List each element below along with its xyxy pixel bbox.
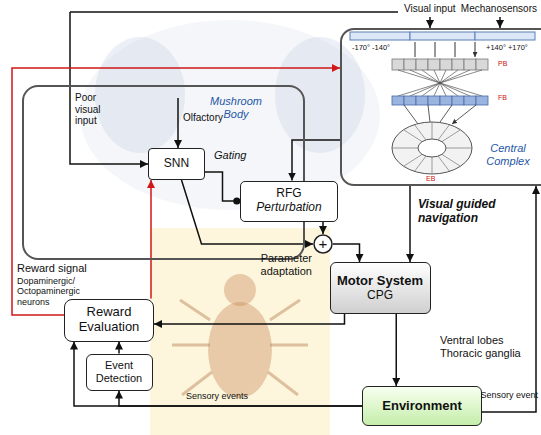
node-text: + [319, 235, 328, 252]
pb-fb-projections [398, 70, 482, 96]
reward-signal-connector [150, 180, 152, 299]
process-box: Motor SystemCPG [330, 262, 431, 314]
signal-connector [154, 314, 345, 324]
projection-arrows [415, 42, 475, 57]
region-tag: PB [498, 60, 507, 68]
fly-eye-watermark [95, 37, 185, 153]
input-label: Olfactory [183, 112, 223, 124]
annotation: Dopaminergic/ Octopaminergic neurons [17, 276, 87, 307]
fb-cell [416, 96, 428, 105]
input-wires [70, 12, 500, 164]
process-box: RFGPerturbation [240, 181, 338, 222]
beetle-legs [172, 300, 308, 395]
signal-connector [396, 314, 398, 386]
reward-signal-connector [12, 68, 340, 315]
region-tag: FB [498, 94, 507, 102]
pb-cell [392, 59, 404, 70]
watermark [80, 20, 380, 435]
fb-cell [428, 96, 440, 105]
fb-cell [476, 96, 488, 105]
pb-cell [416, 59, 428, 70]
fb-eb-projections [404, 105, 476, 124]
node-text: SNN [164, 157, 189, 171]
pb-grid [392, 59, 488, 70]
input-wire [70, 12, 148, 164]
fb-cell [452, 96, 464, 105]
annotation: Ventral lobes Thoracic ganglia [440, 334, 535, 359]
input-label: Mechanosensors [461, 3, 537, 15]
region-title: Central Complex [478, 142, 538, 167]
fb-grid [392, 96, 488, 105]
node-text: Event Detection [91, 359, 147, 384]
angle-label: -170° -140° [352, 44, 390, 53]
signal-connector [333, 244, 360, 262]
process-box: Reward Evaluation [64, 299, 154, 342]
input-wire [177, 98, 179, 148]
process-box: Event Detection [86, 354, 153, 391]
angle-label: +140° +170° [486, 44, 528, 53]
fb-cell [440, 96, 452, 105]
node-text: Motor System [337, 274, 423, 289]
region-tag: EB [426, 175, 435, 183]
input-wire [499, 17, 501, 28]
visual-field-strip [475, 32, 535, 40]
pb-cell [404, 59, 416, 70]
signal-connector [74, 342, 362, 407]
eb-spokes [392, 122, 472, 174]
node-text: Perturbation [256, 201, 321, 215]
signal-connector [118, 342, 120, 354]
annotation: Parameter adaptation [250, 252, 312, 277]
pb-cell [452, 59, 464, 70]
signal-connector [205, 172, 240, 201]
signal-connector [409, 186, 411, 262]
eb-inner-ring [418, 139, 446, 157]
visual-field-strip [350, 32, 410, 40]
node-text: Environment [382, 399, 461, 414]
sum-circle: + [313, 234, 333, 254]
signal-connector [322, 222, 324, 235]
input-label: Visual input [404, 3, 456, 15]
node-text: RFG [276, 187, 301, 201]
edge-label: Visual guided navigation [418, 198, 513, 226]
connector-layer [12, 68, 536, 412]
environment-box: Environment [362, 386, 482, 426]
annotation: Sensory event [480, 390, 538, 400]
fb-cell [392, 96, 404, 105]
input-wire [429, 17, 431, 28]
fb-cell [464, 96, 476, 105]
pb-cell [464, 59, 476, 70]
eb-ring [392, 122, 472, 174]
node-text: CPG [367, 289, 393, 303]
signal-connector [119, 391, 362, 407]
input-wire [70, 11, 398, 13]
node-text: Reward Evaluation [73, 305, 145, 335]
pb-cell [428, 59, 440, 70]
edge-label: Gating [214, 149, 246, 162]
region-box: Mushroom BodySNN [22, 85, 305, 260]
fly-eye-watermark [275, 37, 365, 153]
pb-cell [476, 59, 488, 70]
pb-cell [440, 59, 452, 70]
fb-cell [404, 96, 416, 105]
process-box: SNN [148, 148, 205, 180]
signal-connector [292, 140, 340, 181]
annotation: Sensory events [186, 391, 248, 401]
sum-circle-shape [314, 235, 332, 253]
visual-field-strip [410, 32, 475, 40]
beetle-head [224, 274, 256, 306]
beetle-body [208, 302, 272, 398]
input-label: Poor visual input [75, 92, 117, 127]
signal-connector [482, 186, 536, 412]
annotation: Reward signal [17, 262, 87, 275]
